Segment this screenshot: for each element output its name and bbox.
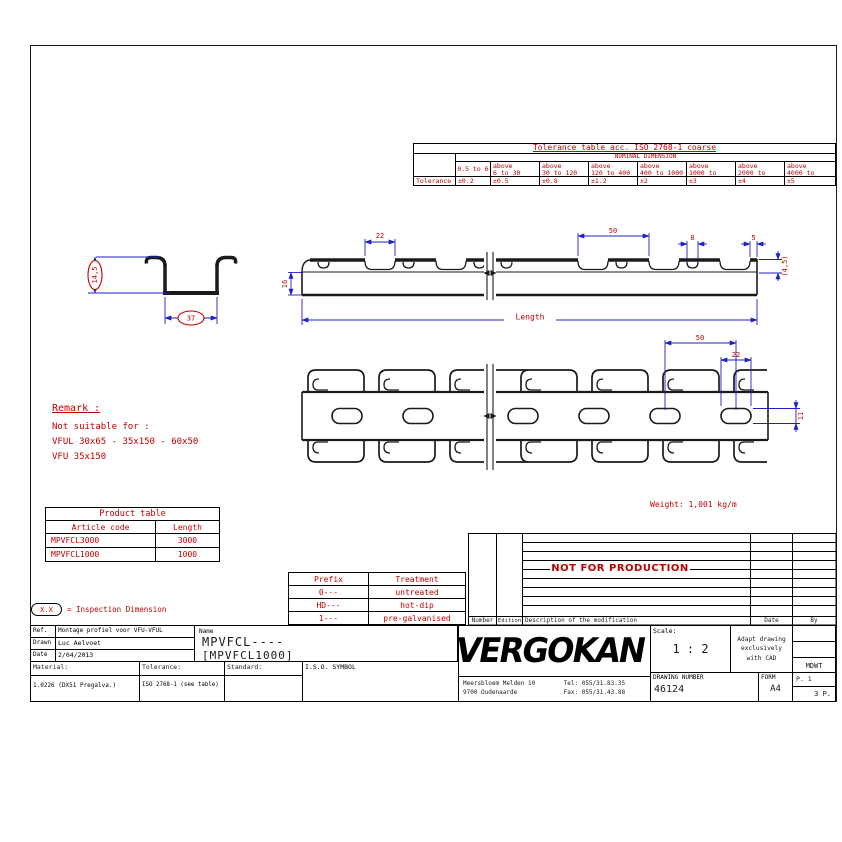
prefix-col-header: Prefix (288, 572, 369, 586)
not-for-production-stamp: NOT FOR PRODUCTION (550, 561, 690, 576)
side-view-break (483, 250, 497, 302)
tol-range-text: 120 to 400 (591, 168, 631, 177)
tolerance-table-corner (413, 153, 456, 177)
tol-above: above (493, 162, 513, 170)
tol-row-label: Tolerance (413, 176, 456, 186)
remark-line-2: VFUL 30x65 - 35x150 - 60x50 (52, 437, 199, 447)
plan-dim-labels: 50 22 11 (696, 334, 805, 420)
revision-table-grid (468, 533, 837, 626)
section-view (144, 255, 238, 295)
treatment-row-1: hot-dip (368, 598, 466, 612)
plan-dimensions (664, 340, 800, 432)
dim-side-slot: 22 (376, 232, 384, 240)
tol-range-text: 4000 to 8000 (787, 168, 815, 177)
dim-section-height: 14,5 (91, 267, 99, 284)
tol-range-text: 1000 to 2000 (689, 168, 717, 177)
product-col-article: Article code (45, 520, 156, 534)
tolerance-table: Tolerance table acc. ISO 2768-1 coarse N… (413, 143, 836, 186)
remark-block: Remark : Not suitable for : VFUL 30x65 -… (52, 403, 282, 465)
tol-value-1: ±0.5 (490, 176, 540, 186)
product-col-length: Length (155, 520, 220, 534)
product-table-title: Product table (45, 507, 220, 521)
side-dim-labels: 16 22 50 8 5 (4,5) Length (281, 227, 789, 322)
tol-range-text: 400 to 1000 (640, 168, 684, 177)
tol-value-4: ±2 (637, 176, 687, 186)
remark-line-3: VFU 35x150 (52, 452, 107, 462)
tol-above: above (591, 162, 611, 170)
dim-plan-pitch: 50 (696, 334, 704, 342)
product-row-length-1: 1000 (155, 547, 220, 562)
tol-above: above (787, 162, 807, 170)
plan-view (301, 369, 769, 463)
side-dimensions (288, 233, 782, 325)
weight-note: Weight: 1,001 kg/m (650, 500, 737, 509)
inspection-bubble-icon: X.X (31, 603, 62, 616)
side-view (301, 258, 758, 297)
tol-range-text: 30 to 120 (542, 168, 578, 177)
dim-side-web: 16 (281, 280, 289, 288)
treatment-col-header: Treatment (368, 572, 466, 586)
remark-title: Remark : (52, 403, 101, 414)
tol-value-5: ±3 (686, 176, 736, 186)
tol-range-text: 6 to 30 (493, 168, 521, 177)
first-angle-projection-icon (367, 670, 450, 695)
treatment-row-0: untreated (368, 585, 466, 599)
tol-above: above (689, 162, 709, 170)
dim-side-pitch: 50 (609, 227, 617, 235)
product-row-code-0: MPVFCL3000 (45, 533, 156, 548)
revision-header-number: Number (471, 617, 494, 624)
product-table: Product table Article code Length MPVFCL… (45, 507, 220, 562)
revision-header-description: Description of the modification (525, 617, 637, 624)
revision-header-by: By (810, 617, 818, 624)
dim-side-length: Length (516, 313, 545, 322)
tol-above: above (738, 162, 758, 170)
inspection-legend: X.X = Inspection Dimension (31, 603, 166, 616)
prefix-row-0: 0--- (288, 585, 369, 599)
tol-above: above (542, 162, 562, 170)
inspection-symbol: X.X (40, 605, 53, 614)
inspection-bubble-height (87, 259, 103, 291)
tol-range-text: 0.5 to 6 (457, 164, 489, 173)
prefix-row-1: HD--- (288, 598, 369, 612)
revision-header-date: Date (764, 617, 779, 624)
inspection-bubble-width (177, 310, 205, 326)
product-row-code-1: MPVFCL1000 (45, 547, 156, 562)
treatment-row-2: pre-galvanised (368, 611, 466, 625)
dim-plan-hole: 11 (797, 412, 805, 420)
tol-value-3: ±1.2 (588, 176, 638, 186)
dim-plan-slot: 22 (732, 351, 740, 359)
section-dim-labels: 14,5 37 (87, 259, 205, 326)
tol-value-7: ±5 (784, 176, 836, 186)
dim-section-width: 37 (187, 315, 195, 323)
dim-side-hook: 8 (690, 234, 694, 242)
tol-value-0: ±0.2 (455, 176, 491, 186)
tol-range-0: 0.5 to 6 (455, 161, 491, 177)
dim-side-lip: (4,5) (781, 255, 789, 276)
tol-above: above (640, 162, 660, 170)
inspection-label: = Inspection Dimension (67, 605, 167, 614)
plan-view-break (483, 362, 497, 470)
tol-value-2: ±0.8 (539, 176, 589, 186)
tol-range-text: 2000 to 4000 (738, 168, 766, 177)
revision-header-edition: Edition (497, 617, 522, 624)
prefix-row-2: 1--- (288, 611, 369, 625)
remark-line-1: Not suitable for : (52, 422, 150, 432)
prefix-table: Prefix Treatment 0--- untreated HD--- ho… (288, 572, 466, 625)
tol-value-6: ±4 (735, 176, 785, 186)
product-row-length-0: 3000 (155, 533, 220, 548)
dim-side-end: 5 (751, 234, 755, 242)
